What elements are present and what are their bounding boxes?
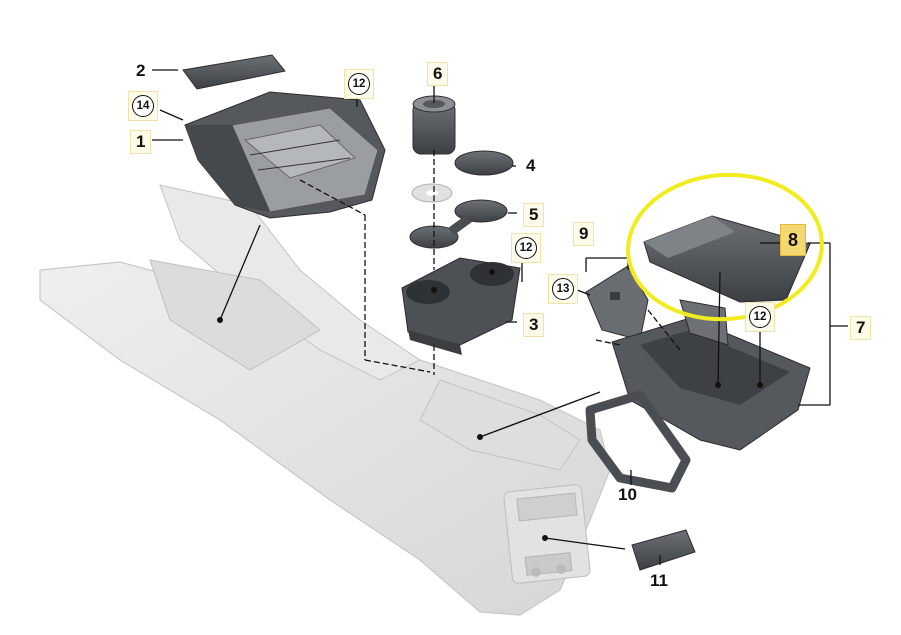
callout-12b-wrap: 12 [511, 233, 541, 263]
callout-13-wrap: 13 [548, 274, 578, 304]
part-3-cup-holder [401, 257, 521, 355]
part-5-twin-mat [409, 199, 508, 249]
callout-1: 1 [130, 130, 152, 154]
callout-10: 10 [618, 485, 637, 504]
part-4-mat [454, 150, 514, 176]
dashed-guides [299, 150, 681, 375]
callout-11: 11 [650, 571, 668, 590]
callout-12a-wrap: 12 [344, 69, 374, 99]
part-1-compartment [184, 91, 386, 219]
callout-6: 6 [427, 62, 449, 86]
callout-5: 5 [523, 203, 545, 227]
callout-8: 8 [780, 224, 807, 256]
callout-3: 3 [523, 313, 545, 337]
callout-12a: 12 [348, 73, 370, 95]
callout-12c-wrap: 12 [745, 302, 775, 332]
part-10-frame [585, 390, 691, 493]
callout-2: 2 [136, 61, 146, 80]
part-2-cover [182, 54, 286, 90]
callout-9: 9 [573, 222, 595, 246]
center-console [39, 184, 611, 616]
part-6-cup-insert [412, 95, 456, 155]
callout-12b: 12 [515, 237, 537, 259]
callout-14: 14 [132, 95, 154, 117]
highlight-ellipse [626, 172, 824, 322]
leader-dots [217, 269, 763, 541]
callout-7: 7 [850, 316, 872, 340]
callout-14-wrap: 14 [128, 91, 158, 121]
callout-13: 13 [552, 278, 574, 300]
callout-4: 4 [526, 156, 536, 175]
part-9-bracket [585, 265, 649, 341]
part-11-cover [631, 529, 696, 571]
leader-lines [152, 69, 848, 565]
callout-12c: 12 [749, 306, 771, 328]
